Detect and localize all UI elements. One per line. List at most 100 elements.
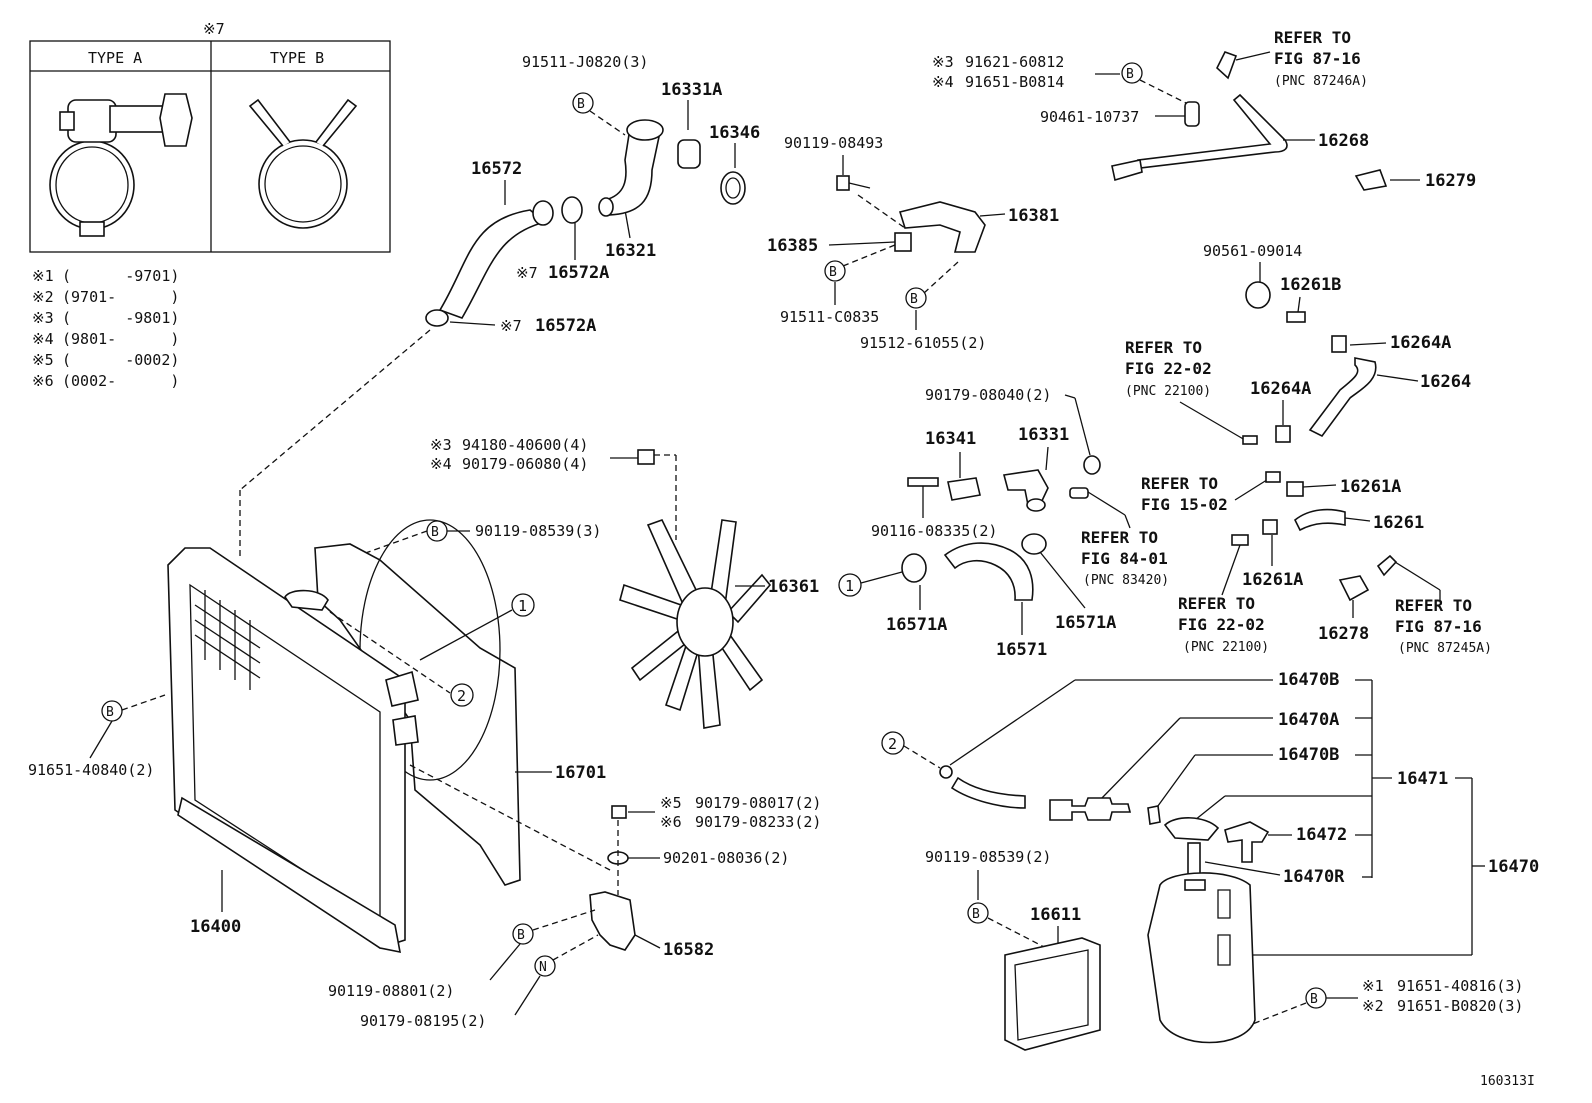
note-mark-3: ※3 (32, 309, 54, 327)
label-90119-08539-b: 90119-08539(2) (925, 848, 1051, 866)
label-16278: 16278 (1318, 624, 1369, 644)
label-90179-06080: 90179-06080(4) (462, 455, 588, 473)
callout-n: N (534, 955, 556, 977)
label-16264a-2: 16264A (1250, 379, 1311, 399)
label-90179-06080-mark: ※4 (430, 455, 452, 473)
ref-22-02-a-3: (PNC 22100) (1125, 384, 1211, 399)
upper-hose-group: 91511-J0820(3) B 16331A 16346 16572 1632… (239, 53, 760, 560)
label-90179-08233: 90179-08233(2) (695, 813, 821, 831)
note-mark-6: ※6 (32, 372, 54, 390)
figure-id: 160313I (1480, 1074, 1535, 1089)
label-16361: 16361 (768, 577, 819, 597)
label-90461-10737: 90461-10737 (1040, 108, 1139, 126)
label-16341: 16341 (925, 429, 976, 449)
label-91621-60812: 91621-60812 (965, 53, 1064, 71)
svg-text:B: B (829, 265, 837, 280)
note-text-6: (0002- ) (62, 372, 179, 390)
hose-16268-group: ※3 91621-60812 ※4 91651-B0814 B 90461-10… (932, 28, 1476, 191)
ref-22-02-b-2: FIG 22-02 (1178, 615, 1265, 634)
label-16471: 16471 (1397, 769, 1448, 789)
ref-84-01-1: REFER TO (1081, 528, 1158, 547)
radiator-grid (194, 590, 261, 690)
label-16279: 16279 (1425, 171, 1476, 191)
label-91651-40840: 91651-40840(2) (28, 761, 154, 779)
svg-text:B: B (517, 928, 525, 943)
fan-16361-group: ※3 94180-40600(4) ※4 90179-06080(4) 1636… (430, 436, 819, 729)
label-94180-mark: ※3 (430, 436, 452, 454)
label-16572a-1: 16572A (548, 263, 609, 283)
callout-b: B (426, 520, 448, 542)
note-mark-4: ※4 (32, 330, 54, 348)
type-box-mark: ※7 (203, 20, 225, 38)
label-16321: 16321 (605, 241, 656, 261)
hose-16264-group: 90561-09014 16261B 16264A 16264 REFER TO… (1125, 242, 1492, 656)
label-91651-b0820-mark: ※2 (1362, 997, 1384, 1015)
lower-hose-group: 90179-08040(2) 16341 16331 REFER TO FIG … (838, 386, 1169, 660)
svg-text:B: B (910, 292, 918, 307)
reservoir-group: 16470B 16470A 16470B 16471 16470 16472 1… (881, 670, 1539, 1051)
label-91651-b0814: 91651-B0814 (965, 73, 1064, 91)
label-91651-b0820: 91651-B0820(3) (1397, 997, 1523, 1015)
label-90116-08335: 90116-08335(2) (871, 522, 997, 540)
svg-text:2: 2 (888, 735, 897, 753)
label-91651-40816-mark: ※1 (1362, 977, 1384, 995)
label-91651-b0814-mark: ※4 (932, 73, 954, 91)
label-16470b-1: 16470B (1278, 670, 1339, 690)
note-text-5: ( -0002) (62, 351, 179, 369)
ref-15-02-2: FIG 15-02 (1141, 495, 1228, 514)
callout-b: B (824, 260, 846, 282)
ref-87-16-b-3: (PNC 87245A) (1398, 641, 1492, 656)
clamp-type-a-drawing (49, 93, 193, 237)
label-16611: 16611 (1030, 905, 1081, 925)
label-90201-08036: 90201-08036(2) (663, 849, 789, 867)
label-16582: 16582 (663, 940, 714, 960)
callout-2: 2 (881, 731, 905, 755)
ref-15-02-1: REFER TO (1141, 474, 1218, 493)
svg-text:B: B (1126, 67, 1134, 82)
label-90179-08017-mark: ※5 (660, 794, 682, 812)
svg-text:1: 1 (845, 577, 854, 595)
label-16572: 16572 (471, 159, 522, 179)
callout-b: B (512, 923, 534, 945)
ref-22-02-a-1: REFER TO (1125, 338, 1202, 357)
svg-text:B: B (431, 525, 439, 540)
ref-84-01-2: FIG 84-01 (1081, 549, 1168, 568)
callout-1: 1 (511, 593, 535, 617)
label-90179-08233-mark: ※6 (660, 813, 682, 831)
label-16261a-1: 16261A (1340, 477, 1401, 497)
note-mark-5: ※5 (32, 351, 54, 369)
label-16331: 16331 (1018, 425, 1069, 445)
label-90119-08493: 90119-08493 (784, 134, 883, 152)
callout-b: B (905, 287, 927, 309)
svg-text:B: B (972, 907, 980, 922)
callout-b: B (101, 700, 123, 722)
label-91621-mark: ※3 (932, 53, 954, 71)
ref-87-16-top-2: FIG 87-16 (1274, 49, 1361, 68)
ref-84-01-3: (PNC 83420) (1083, 573, 1169, 588)
svg-text:2: 2 (457, 687, 466, 705)
label-16470a: 16470A (1278, 710, 1339, 730)
label-16571a-2: 16571A (1055, 613, 1116, 633)
label-90179-08195: 90179-08195(2) (360, 1012, 486, 1030)
bracket-16381-group: 90119-08493 16381 16385 B 91511-C0835 B … (767, 134, 1059, 352)
label-91512-61055: 91512-61055(2) (860, 334, 986, 352)
label-90179-08040: 90179-08040(2) (925, 386, 1051, 404)
ref-87-16-b-2: FIG 87-16 (1395, 617, 1482, 636)
label-16381: 16381 (1008, 206, 1059, 226)
label-16331a: 16331A (661, 80, 722, 100)
label-16470b-2: 16470B (1278, 745, 1339, 765)
label-16472: 16472 (1296, 825, 1347, 845)
label-16385: 16385 (767, 236, 818, 256)
note-text-4: (9801- ) (62, 330, 179, 348)
clamp-type-b-drawing (248, 98, 358, 229)
svg-text:1: 1 (518, 597, 527, 615)
label-16701: 16701 (555, 763, 606, 783)
ref-87-16-top-3: (PNC 87246A) (1274, 74, 1368, 89)
label-16400: 16400 (190, 917, 241, 937)
radiator-group: B 90119-08539(3) 16701 1 2 B 916 (28, 519, 611, 954)
label-16572a-mark-1: ※7 (516, 264, 538, 282)
label-16264: 16264 (1420, 372, 1471, 392)
type-a-label: TYPE A (88, 49, 142, 67)
label-91651-40816: 91651-40816(3) (1397, 977, 1523, 995)
